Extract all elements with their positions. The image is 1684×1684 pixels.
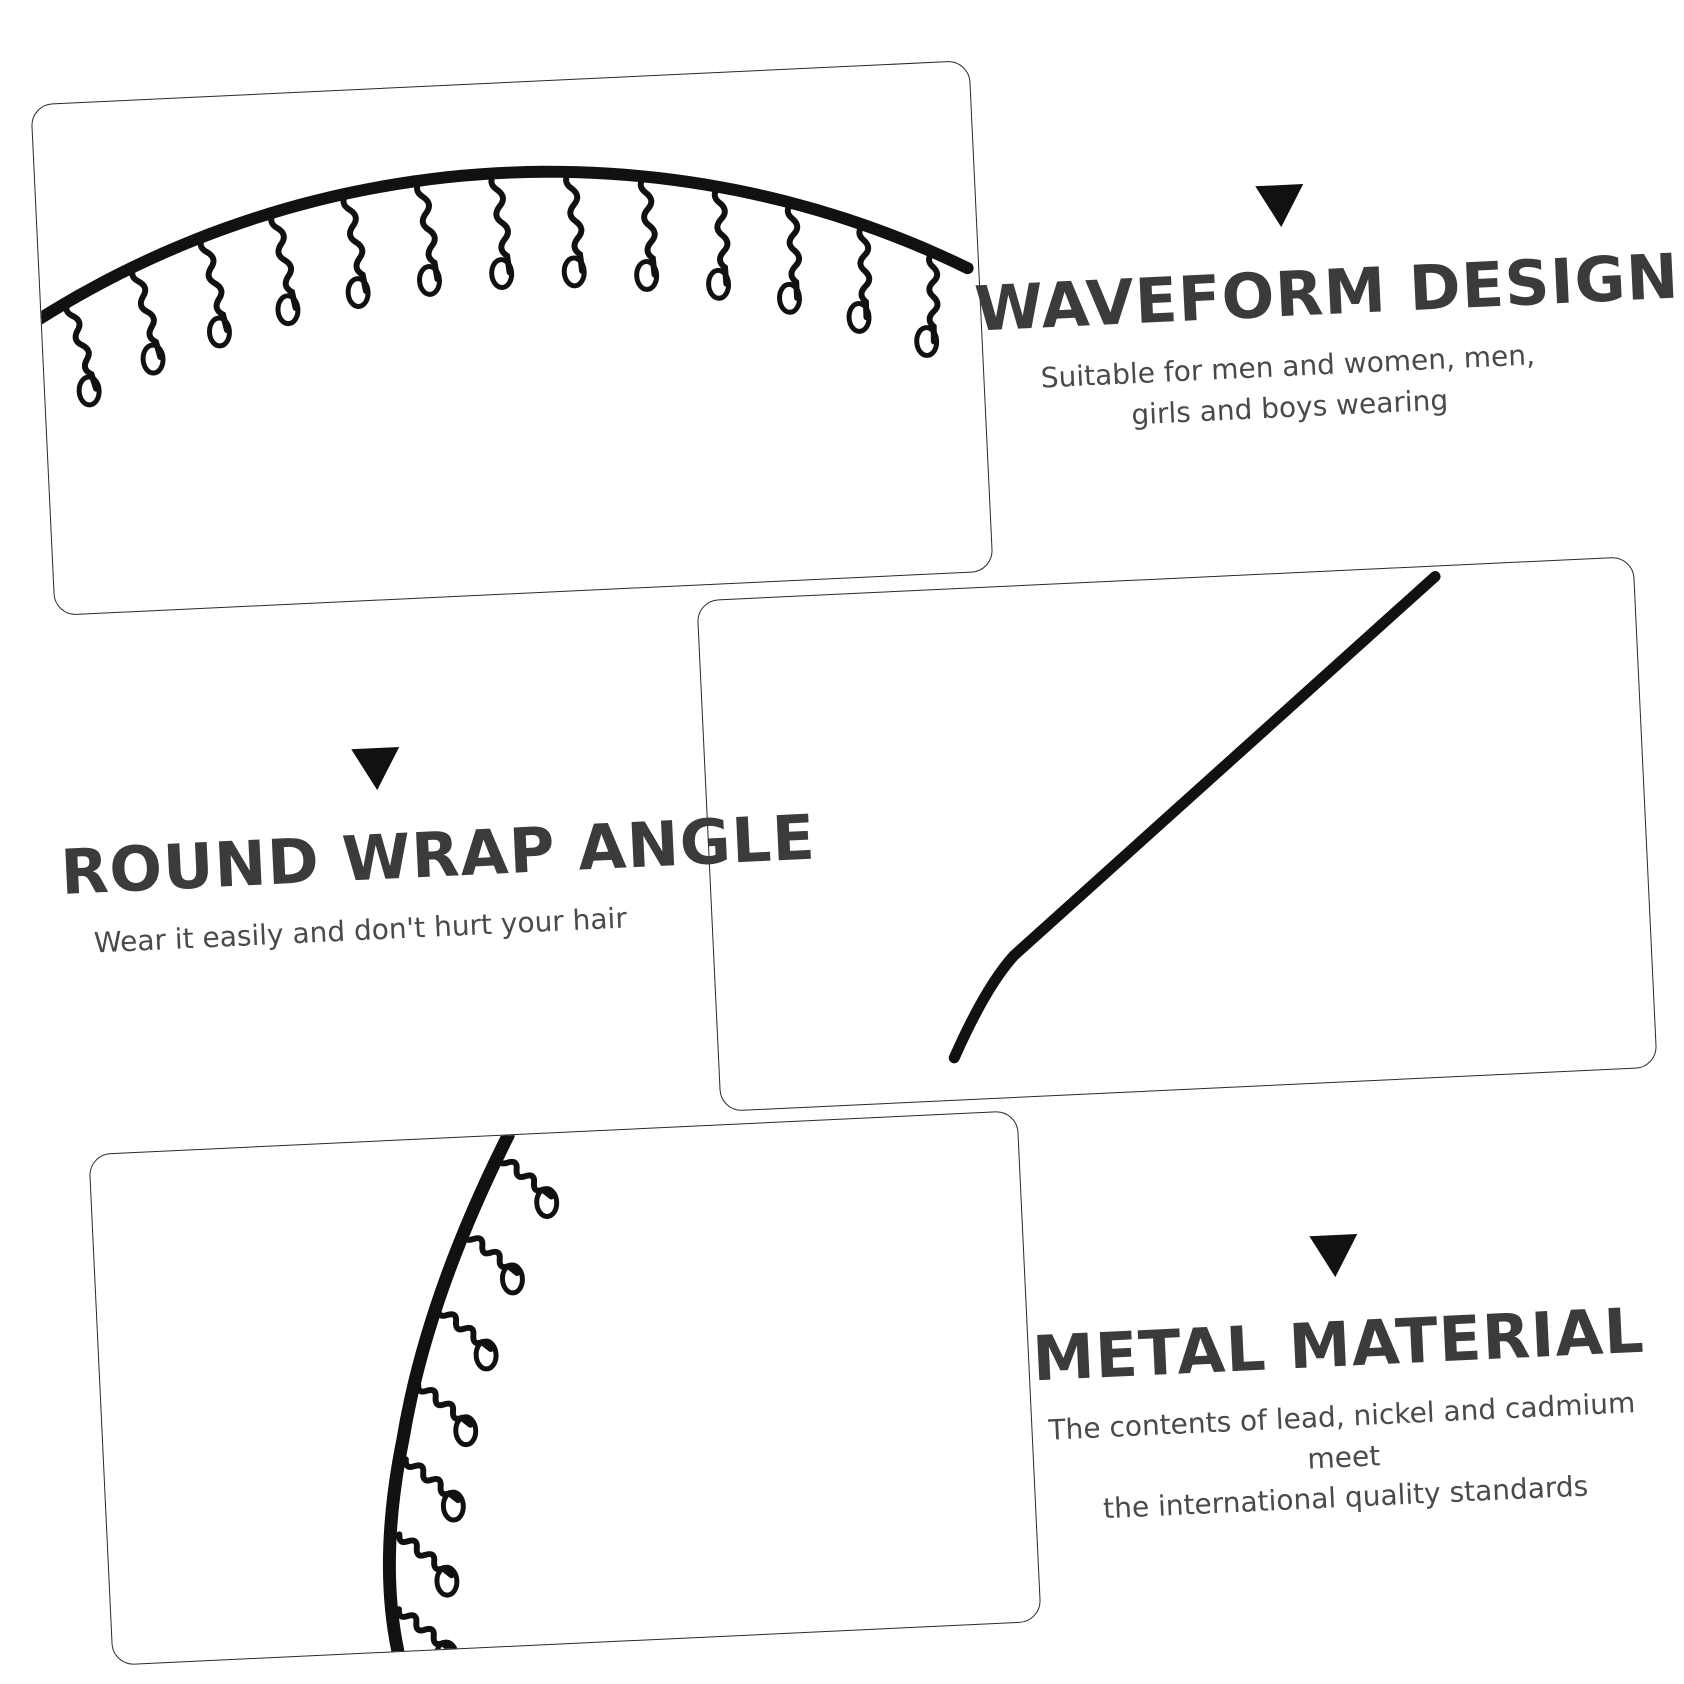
headband-tooth-loop [140, 342, 166, 376]
image-panel-metal [88, 1110, 1042, 1666]
headband-tooth [414, 177, 441, 283]
headband-tooth [395, 1606, 455, 1654]
headband-tooth-loop [914, 325, 940, 358]
feature-waveform: WAVEFORM DESIGN Suitable for men and wom… [970, 171, 1681, 443]
headband-tooth-loop [473, 1338, 499, 1372]
headband-tooth [129, 263, 164, 361]
headband-side-band [382, 1128, 515, 1658]
headband-tooth [488, 170, 513, 276]
headband-tooth [711, 183, 731, 287]
headband-tooth [461, 1229, 521, 1276]
headband-tooth [563, 168, 586, 274]
headband-tooth-loop [489, 257, 515, 290]
headband-tooth-loop [499, 1262, 525, 1296]
headband-tooth-loop [417, 264, 442, 297]
headband-tooth-loop [440, 1489, 466, 1523]
feature-description: Suitable for men and women, men, girls a… [977, 333, 1600, 443]
headband-end-illustration [948, 571, 1441, 1064]
headband-tooth-loop [275, 293, 301, 327]
image-panel-wrap-angle [696, 556, 1658, 1112]
headband-tooth [415, 1380, 474, 1428]
headband-tooth-loop [453, 1414, 479, 1448]
headband-tooth [856, 221, 873, 321]
headband-tooth-loop [846, 301, 872, 334]
headband-tooth-loop [561, 255, 587, 289]
headband-tooth [435, 1305, 494, 1353]
headband-tooth [637, 173, 658, 278]
headband-tooth [402, 1456, 461, 1504]
feature-round-wrap: ROUND WRAP ANGLE Wear it easily and don'… [56, 733, 818, 966]
feature-description: The contents of lead, nickel and cadmium… [1021, 1382, 1666, 1534]
headband-tooth [496, 1152, 555, 1200]
headband-tooth [784, 199, 803, 301]
headband-tooth [268, 209, 299, 311]
headband-tooth-loop [534, 1186, 560, 1219]
down-triangle-icon [1309, 1234, 1360, 1279]
headband-tooth-loop [207, 315, 232, 349]
headband-tooth-loop [345, 276, 371, 309]
headband-tooth [197, 233, 230, 334]
headband-tooth [926, 249, 941, 345]
down-triangle-icon [1255, 184, 1306, 229]
headband-tooth [340, 190, 369, 294]
headband-tooth-loop [777, 281, 802, 315]
headband-tooth-loop [76, 374, 102, 408]
headband-tooth-loop [634, 259, 660, 292]
headband-end-band [948, 571, 1441, 1064]
headband-side-illustration [382, 1128, 560, 1665]
headband-tooth-loop [434, 1564, 460, 1598]
headband-tooth-loop [706, 267, 732, 301]
feature-heading: ROUND WRAP ANGLE [59, 800, 818, 910]
down-triangle-icon [351, 746, 402, 792]
feature-metal: METAL MATERIAL The contents of lead, nic… [1014, 1220, 1667, 1534]
headband-tooth [63, 298, 100, 392]
headband-band [31, 165, 974, 328]
feature-description: Wear it easily and don't hurt your hair [63, 895, 704, 966]
image-panel-waveform [30, 60, 994, 616]
headband-arc-illustration [31, 165, 974, 408]
feature-description-line: Wear it easily and don't hurt your hair [93, 901, 628, 960]
feature-heading: WAVEFORM DESIGN [973, 239, 1681, 346]
headband-tooth [396, 1531, 455, 1579]
feature-heading: METAL MATERIAL [1030, 1293, 1647, 1396]
